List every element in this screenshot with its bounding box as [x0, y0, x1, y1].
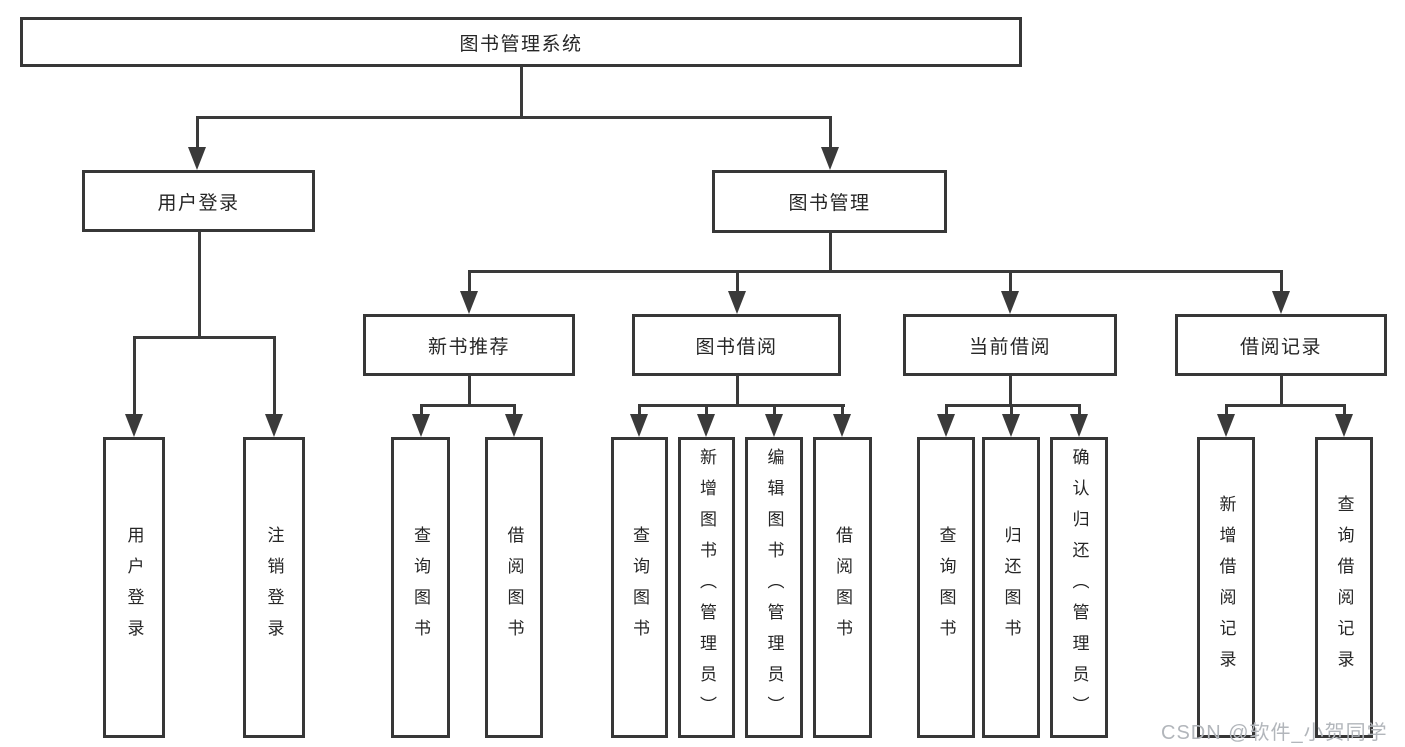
connector-line	[197, 231, 201, 338]
connector-line	[467, 270, 471, 292]
leaf-add-books-admin-label: 新增图书（管理员）	[697, 448, 716, 727]
connector-line	[195, 116, 832, 119]
connector-line	[828, 116, 832, 148]
leaf-edit-books-admin-label: 编辑图书（管理员）	[764, 448, 784, 727]
connector-line	[1077, 404, 1081, 416]
leaf-query-books-recommend-label: 查询图书	[411, 525, 430, 650]
connector-line	[1279, 270, 1283, 292]
connector-line	[1009, 404, 1013, 416]
arrow-down-icon	[630, 414, 648, 437]
connector-line	[467, 270, 1283, 273]
leaf-confirm-return-admin: 确认归还（管理员）	[1050, 437, 1108, 738]
leaf-return-books: 归还图书	[982, 437, 1040, 738]
arrow-down-icon	[1002, 414, 1020, 437]
node-root-label: 图书管理系统	[459, 33, 583, 55]
node-book-borrowing: 图书借阅	[632, 314, 841, 376]
leaf-query-borrow-record: 查询借阅记录	[1315, 437, 1373, 738]
leaf-query-books-current-label: 查询图书	[936, 525, 956, 650]
arrow-down-icon	[505, 414, 523, 437]
node-user-login-label: 用户登录	[157, 192, 240, 214]
arrow-down-icon	[188, 147, 206, 170]
leaf-confirm-return-admin-label: 确认归还（管理员）	[1069, 448, 1089, 727]
node-new-book-recommend: 新书推荐	[363, 314, 575, 376]
connector-line	[944, 404, 948, 416]
arrow-down-icon	[1001, 291, 1019, 314]
arrow-down-icon	[1070, 414, 1088, 437]
leaf-add-borrow-record: 新增借阅记录	[1197, 437, 1255, 738]
arrow-down-icon	[1217, 414, 1235, 437]
leaf-borrow-books-label: 借阅图书	[833, 525, 852, 650]
arrow-down-icon	[697, 414, 715, 437]
connector-line	[828, 231, 832, 272]
leaf-user-login: 用户登录	[103, 437, 165, 738]
leaf-user-login-label: 用户登录	[124, 525, 144, 650]
connector-line	[1342, 404, 1346, 416]
connector-line	[419, 404, 423, 416]
node-book-management: 图书管理	[712, 170, 947, 233]
leaf-query-books-borrowing-label: 查询图书	[630, 525, 649, 650]
node-user-login: 用户登录	[82, 170, 315, 232]
leaf-borrow-books-recommend-label: 借阅图书	[504, 525, 524, 650]
node-current-borrowing: 当前借阅	[903, 314, 1117, 376]
node-borrowing-records-label: 借阅记录	[1239, 336, 1322, 358]
connector-line	[1279, 375, 1283, 406]
leaf-add-books-admin: 新增图书（管理员）	[678, 437, 735, 738]
connector-line	[1008, 270, 1012, 292]
arrow-down-icon	[821, 147, 839, 170]
watermark: CSDN @软件_小贺同学	[1161, 722, 1388, 744]
leaf-add-borrow-record-label: 新增借阅记录	[1216, 494, 1236, 681]
connector-line	[735, 270, 739, 292]
connector-line	[512, 404, 516, 416]
leaf-return-books-label: 归还图书	[1001, 525, 1021, 650]
connector-line	[735, 375, 739, 406]
connector-line	[944, 404, 1081, 407]
connector-line	[467, 375, 471, 406]
connector-line	[195, 116, 199, 148]
arrow-down-icon	[937, 414, 955, 437]
node-current-borrowing-label: 当前借阅	[968, 336, 1051, 358]
leaf-edit-books-admin: 编辑图书（管理员）	[745, 437, 803, 738]
leaf-logout: 注销登录	[243, 437, 305, 738]
connector-line	[419, 404, 516, 407]
leaf-query-books-current: 查询图书	[917, 437, 975, 738]
connector-line	[132, 336, 276, 339]
connector-line	[637, 404, 845, 407]
connector-line	[772, 404, 776, 416]
connector-line	[1008, 375, 1012, 406]
connector-line	[132, 336, 136, 416]
arrow-down-icon	[728, 291, 746, 314]
arrow-down-icon	[1272, 291, 1290, 314]
node-root: 图书管理系统	[20, 17, 1022, 67]
connector-line	[637, 404, 641, 416]
arrow-down-icon	[412, 414, 430, 437]
connector-line	[704, 404, 708, 416]
leaf-query-books-borrowing: 查询图书	[611, 437, 668, 738]
connector-line	[272, 336, 276, 416]
leaf-borrow-books: 借阅图书	[813, 437, 872, 738]
node-new-book-recommend-label: 新书推荐	[427, 336, 510, 358]
connector-line	[1224, 404, 1346, 407]
node-borrowing-records: 借阅记录	[1175, 314, 1387, 376]
node-book-borrowing-label: 图书借阅	[695, 336, 778, 358]
arrow-down-icon	[460, 291, 478, 314]
connector-line	[519, 66, 523, 118]
connector-line	[1224, 404, 1228, 416]
leaf-query-books-recommend: 查询图书	[391, 437, 450, 738]
arrow-down-icon	[265, 414, 283, 437]
connector-line	[840, 404, 844, 416]
leaf-borrow-books-recommend: 借阅图书	[485, 437, 543, 738]
arrow-down-icon	[1335, 414, 1353, 437]
node-book-management-label: 图书管理	[788, 193, 871, 214]
arrow-down-icon	[125, 414, 143, 437]
leaf-logout-label: 注销登录	[264, 525, 284, 650]
leaf-query-borrow-record-label: 查询借阅记录	[1334, 494, 1354, 681]
arrow-down-icon	[765, 414, 783, 437]
arrow-down-icon	[833, 414, 851, 437]
